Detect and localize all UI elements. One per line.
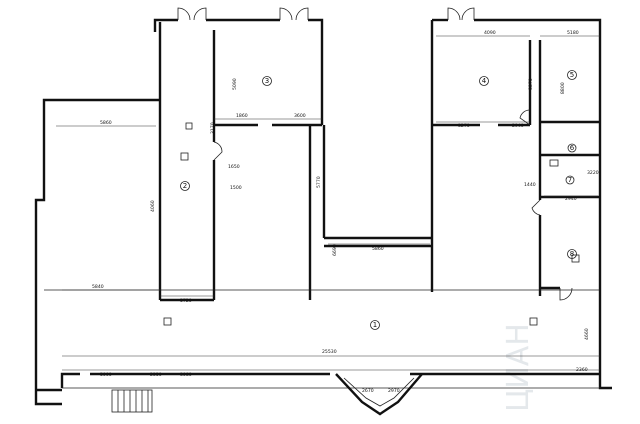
dimension-lines: [56, 35, 600, 371]
watermark: ЦИАН: [501, 323, 536, 412]
room-3-label: 3: [265, 77, 269, 85]
room-5-marker: [567, 70, 577, 80]
dim-6690: 6690: [332, 244, 338, 256]
dim-2350: 2350: [150, 372, 162, 378]
room-4-marker: [479, 76, 489, 86]
room-3-marker: [262, 76, 272, 86]
dimension-labels: 25530 5840 5860 5720 5860 3600 1860 4090…: [92, 30, 599, 394]
dim-3270: 3270: [458, 123, 470, 129]
dim-2940b: 2940: [565, 196, 577, 202]
dim-5770: 5770: [316, 176, 322, 188]
room-8-marker: [567, 249, 577, 259]
room-2-marker: [180, 181, 190, 191]
dim-5840: 5840: [92, 284, 104, 290]
room-7-label: 7: [568, 176, 572, 184]
dim-4060: 4060: [150, 200, 156, 212]
dim-25530: 25530: [322, 349, 337, 355]
room-2-label: 2: [183, 182, 187, 190]
outer-walls: [34, 18, 612, 416]
entrance-stairs: [111, 389, 153, 413]
room-6-marker: [567, 143, 577, 153]
columns: [163, 122, 580, 326]
dim-5090: 5090: [232, 78, 238, 90]
room-5-label: 5: [570, 71, 574, 79]
dim-1500: 1500: [230, 185, 242, 191]
dim-5180: 5180: [567, 30, 579, 36]
dim-3170: 3170: [210, 122, 216, 134]
dim-4660: 4660: [584, 328, 590, 340]
dim-3080: 3080: [180, 372, 192, 378]
room-4-label: 4: [482, 77, 487, 85]
dim-5720: 5720: [180, 298, 192, 304]
dim-3600: 3600: [294, 113, 306, 119]
dim-1650: 1650: [228, 164, 240, 170]
doors: [177, 7, 573, 301]
interior-walls: [44, 30, 600, 302]
dim-4090: 4090: [484, 30, 496, 36]
dim-5860: 5860: [100, 120, 112, 126]
dim-2970: 2970: [388, 388, 400, 394]
dim-5860b: 5860: [372, 246, 384, 252]
dim-3870: 3870: [528, 78, 534, 90]
room-7-marker: [565, 175, 575, 185]
dim-2940: 2940: [512, 123, 524, 129]
dim-3220: 3220: [587, 170, 599, 176]
dim-2360: 2360: [576, 367, 588, 373]
dim-5000: 5000: [100, 372, 112, 378]
room-1-marker: [370, 320, 380, 330]
dim-2670: 2670: [362, 388, 374, 394]
room-labels: 1 2 3 4 5 6 7 8: [180, 70, 577, 330]
room-1-label: 1: [373, 321, 377, 329]
dim-1860: 1860: [236, 113, 248, 119]
room-8-label: 8: [570, 250, 574, 258]
dim-8800: 8800: [560, 82, 566, 94]
dim-1440: 1440: [524, 182, 536, 188]
room-6-label: 6: [570, 144, 575, 152]
